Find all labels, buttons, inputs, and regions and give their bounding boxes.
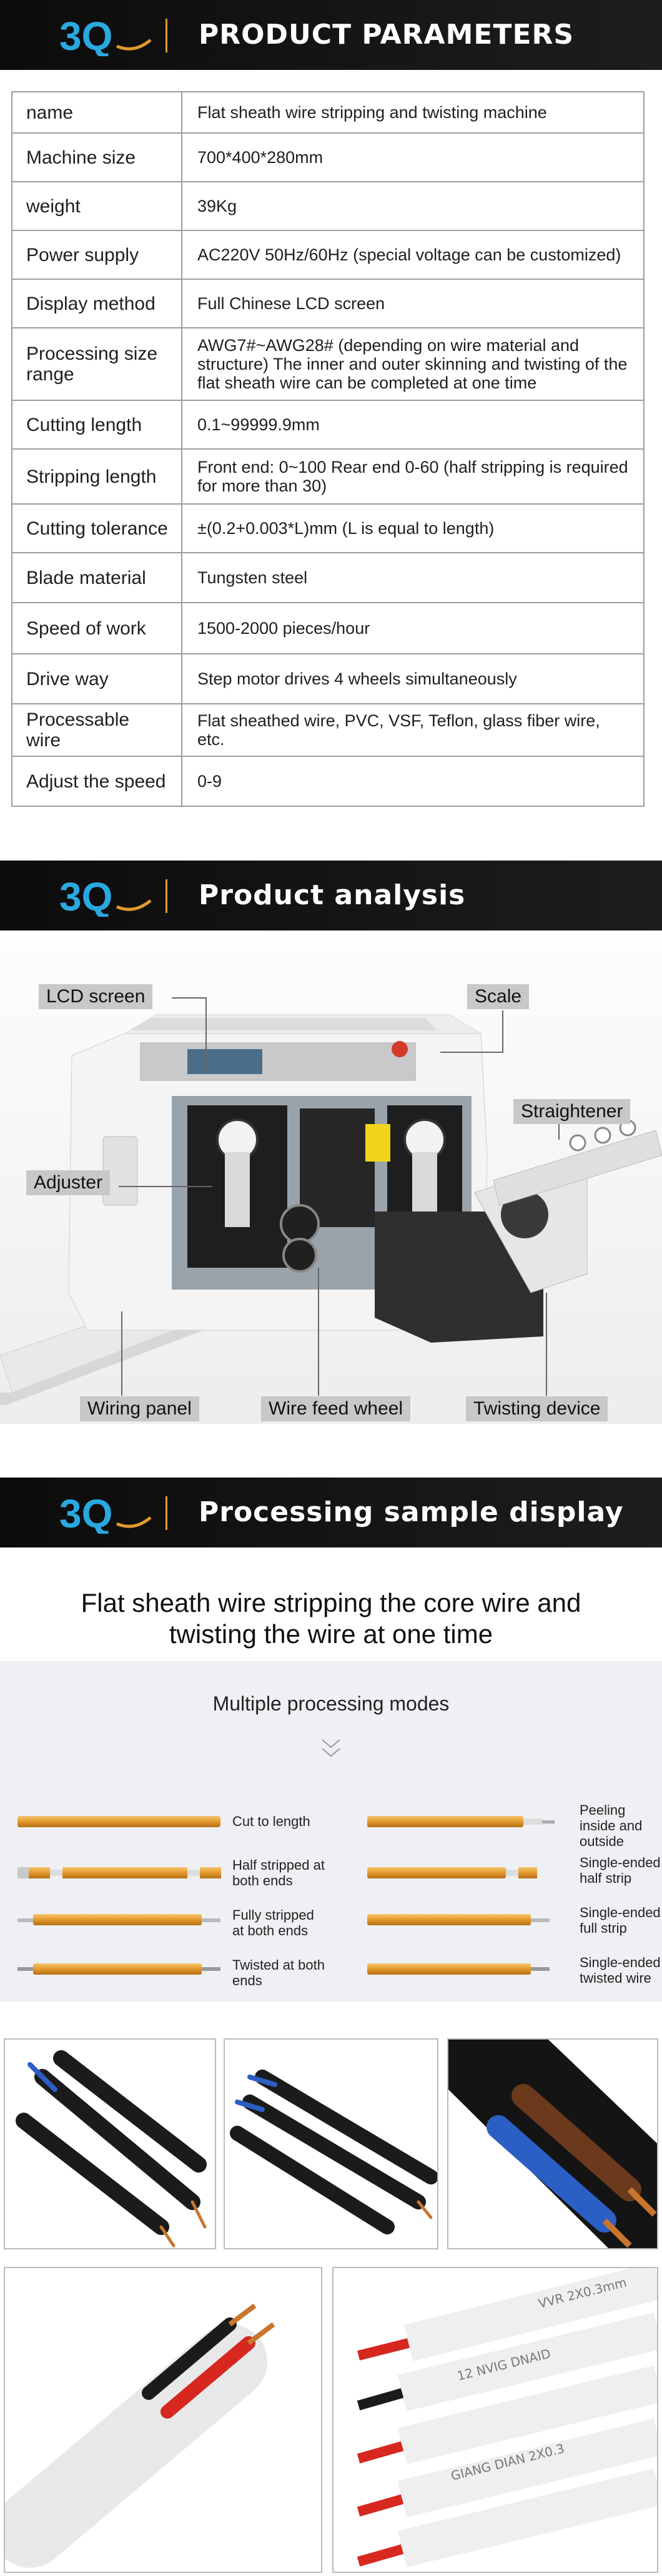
param-value: 0-9 [181,756,645,807]
param-value: ±(0.2+0.003*L)mm (L is equal to length) [181,503,645,553]
param-name: Cutting tolerance [11,503,182,553]
callout-twisting-device: Twisting device [466,1396,608,1421]
param-value: Full Chinese LCD screen [181,279,645,328]
section-title: PRODUCT PARAMETERS [199,19,575,51]
param-name: name [11,91,182,134]
sample-photo-3 [447,2038,658,2249]
svg-text:3Q: 3Q [59,876,112,917]
sample-photo-2 [224,2038,438,2249]
mode-twisted-both: Twisted at both ends [232,1957,325,1988]
callout-scale: Scale [467,984,530,1009]
machine-illustration [0,997,662,1405]
mode-half-stripped-both: Half stripped at both ends [232,1857,325,1888]
param-value: Step motor drives 4 wheels simultaneousl… [181,653,645,704]
callout-adjuster: Adjuster [26,1170,111,1195]
mode-cut-to-length: Cut to length [232,1814,310,1829]
mode-single-full-strip: Single-ended full strip [580,1905,661,1936]
param-name: Blade material [11,552,182,603]
param-name: weight [11,181,182,231]
mode-fully-stripped-both: Fully stripped at both ends [232,1907,314,1938]
param-name: Drive way [11,653,182,704]
param-value: AC220V 50Hz/60Hz (special voltage can be… [181,230,645,280]
brand-logo: 3Q [59,876,152,917]
sample-photo-4 [4,2267,322,2573]
svg-text:3Q: 3Q [59,15,112,56]
mode-single-twisted: Single-ended twisted wire [580,1955,661,1986]
param-name: Processable wire [11,703,182,757]
analysis-section-header: 3Q Product analysis [0,861,662,930]
header-divider [166,1496,167,1530]
samples-section-header: 3Q Processing sample display [0,1478,662,1547]
sample-photo-1 [4,2038,216,2249]
section-title: Processing sample display [199,1496,624,1528]
callout-lcd-screen: LCD screen [39,984,153,1009]
param-name: Processing size range [11,327,182,401]
sample-photo-5: VVR 2X0.3mm 12 NVIG DNAID GIANG DIAN 2X0… [332,2267,658,2573]
param-name: Stripping length [11,448,182,505]
modes-title: Multiple processing modes [212,1692,450,1715]
param-row: Cutting tolerance±(0.2+0.003*L)mm (L is … [11,503,645,553]
param-value: 700*400*280mm [181,132,645,182]
param-name: Cutting length [11,400,182,450]
callout-wire-feed-wheel: Wire feed wheel [261,1396,411,1421]
samples-headline: Flat sheath wire stripping the core wire… [81,1588,581,1649]
callout-straightener: Straightener [513,1099,631,1124]
param-name: Adjust the speed [11,756,182,807]
params-section-header: 3Q PRODUCT PARAMETERS [0,0,662,70]
param-value: 0.1~99999.9mm [181,400,645,450]
callout-wiring-panel: Wiring panel [80,1396,199,1421]
section-title: Product analysis [199,879,466,911]
header-divider [166,19,167,52]
machine-photo: LCD screen Scale Straightener Adjuster W… [0,943,662,1424]
param-value: 1500-2000 pieces/hour [181,602,645,654]
header-divider [166,879,167,913]
param-value: AWG7#~AWG28# (depending on wire material… [181,327,645,401]
brand-logo: 3Q [59,1493,152,1534]
chevron-down-icon [322,1739,340,1757]
param-value: Flat sheath wire stripping and twisting … [181,91,645,134]
param-value: Tungsten steel [181,552,645,603]
param-value: Flat sheathed wire, PVC, VSF, Teflon, gl… [181,703,645,757]
param-name: Speed of work [11,602,182,654]
param-value: 39Kg [181,181,645,231]
param-name: Machine size [11,132,182,182]
wire-samples-illustration [17,1816,555,1975]
brand-logo: 3Q [59,15,152,56]
param-name: Display method [11,279,182,328]
svg-text:3Q: 3Q [59,1493,112,1534]
processing-modes-panel: Multiple processing modes Cut to length … [0,1661,662,2001]
param-name: Power supply [11,230,182,280]
mode-single-half-strip: Single-ended half strip [580,1855,661,1886]
param-value: Front end: 0~100 Rear end 0-60 (half str… [181,448,645,505]
mode-peeling-inside-outside: Peeling inside and outside [580,1802,643,1849]
